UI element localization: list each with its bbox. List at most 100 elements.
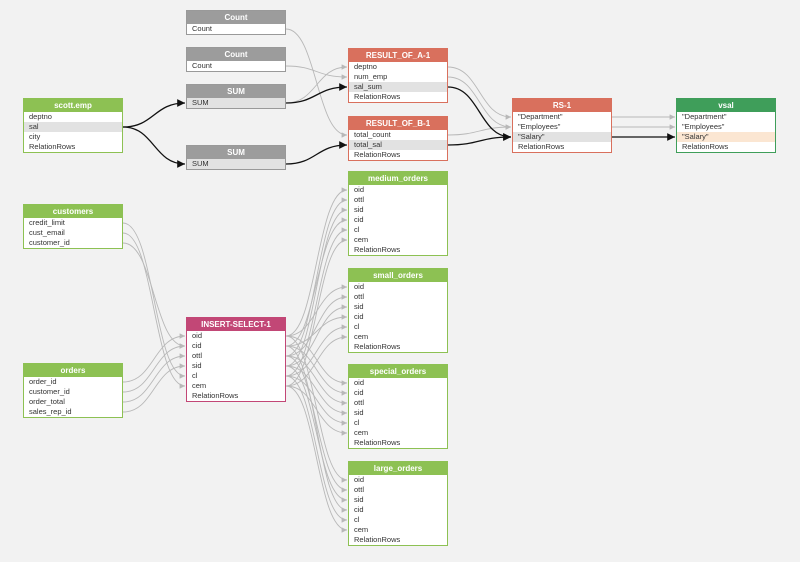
column-row[interactable]: sal_sum [349,82,447,92]
column-row[interactable]: customer_id [29,387,70,396]
column-row[interactable]: Count [192,61,213,70]
edge-gray [285,314,348,347]
edge-gray [122,232,186,389]
column-row[interactable]: cl [192,371,198,380]
column-row[interactable]: cem [354,235,369,244]
column-row[interactable]: total_count [354,130,391,139]
column-row[interactable]: num_emp [354,72,388,81]
node-title: SUM [187,146,285,159]
edge-gray [122,242,186,349]
edge-dark [447,133,512,146]
column-row[interactable]: SUM [187,159,285,169]
column-row[interactable]: oid [354,378,365,387]
edge-dark [122,126,186,168]
column-row[interactable]: ottl [354,485,365,494]
column-row[interactable]: sid [354,302,364,311]
column-row[interactable]: cl [354,322,360,331]
column-row[interactable]: "Department" [682,112,727,121]
column-row[interactable]: oid [192,331,203,340]
column-row[interactable]: Count [192,24,213,33]
node-title: RESULT_OF_A-1 [349,49,447,62]
column-row[interactable]: cid [354,505,364,514]
column-row[interactable]: cl [354,418,360,427]
node-vsal[interactable]: vsal"Department""Employees""Salary"Relat… [676,98,776,153]
column-row[interactable]: RelationRows [192,391,239,400]
edge-dark [285,83,348,104]
column-row[interactable]: cid [354,215,364,224]
column-row[interactable]: oid [354,475,365,484]
column-row[interactable]: city [29,132,41,141]
column-row[interactable]: "Employees" [682,122,725,131]
column-row[interactable]: customer_id [29,238,70,247]
column-row[interactable]: deptno [354,62,377,71]
column-row[interactable]: RelationRows [354,92,401,101]
edge-gray [285,304,348,367]
edge-gray [285,335,348,386]
column-row[interactable]: cem [354,525,369,534]
column-row[interactable]: sid [354,205,364,214]
column-row[interactable]: SUM [187,98,285,108]
column-row[interactable]: cust_email [29,228,65,237]
column-row[interactable]: sid [354,495,364,504]
column-row[interactable]: RelationRows [29,142,76,151]
column-row[interactable]: oid [354,282,365,291]
column-row[interactable]: RelationRows [354,245,401,254]
column-row[interactable]: sal [24,122,122,132]
column-row[interactable]: order_id [29,377,57,386]
node-title: medium_orders [349,172,447,185]
edge-gray [285,284,348,337]
node-title: RS-1 [513,99,611,112]
node-rs1[interactable]: RS-1"Department""Employees""Salary"Relat… [512,98,612,153]
column-row[interactable]: cl [354,515,360,524]
column-row[interactable]: sid [192,361,202,370]
column-row[interactable]: RelationRows [518,142,565,151]
column-row[interactable]: sales_rep_id [29,407,72,416]
column-row[interactable]: cem [354,332,369,341]
edge-gray [122,353,186,403]
column-row[interactable]: ottl [354,398,365,407]
edge-gray [285,335,348,483]
column-row[interactable]: sid [354,408,364,417]
column-row[interactable]: RelationRows [682,142,729,151]
column-row[interactable]: cid [192,341,202,350]
column-row[interactable]: "Salary" [513,132,611,142]
column-row[interactable]: credit_limit [29,218,65,227]
column-row[interactable]: ottl [192,351,203,360]
column-row[interactable]: cem [354,428,369,437]
column-row[interactable]: order_total [29,397,65,406]
column-row[interactable]: total_sal [349,140,447,150]
column-row[interactable]: cid [354,388,364,397]
column-row[interactable]: cid [354,312,364,321]
column-row[interactable]: RelationRows [354,438,401,447]
edge-gray [285,365,348,416]
column-row[interactable]: RelationRows [354,535,401,544]
column-row[interactable]: "Department" [518,112,563,121]
column-row[interactable]: RelationRows [354,150,401,159]
column-row[interactable]: ottl [354,195,365,204]
edge-gray [285,207,348,367]
column-row[interactable]: cem [192,381,207,390]
edge-gray [285,197,348,357]
column-row[interactable]: oid [354,185,365,194]
column-row[interactable]: RelationRows [354,342,401,351]
column-row[interactable]: deptno [29,112,52,121]
column-row[interactable]: cl [354,225,360,234]
column-row[interactable]: ottl [354,292,365,301]
column-row[interactable]: "Employees" [518,122,561,131]
column-row[interactable]: "Salary" [677,132,775,142]
